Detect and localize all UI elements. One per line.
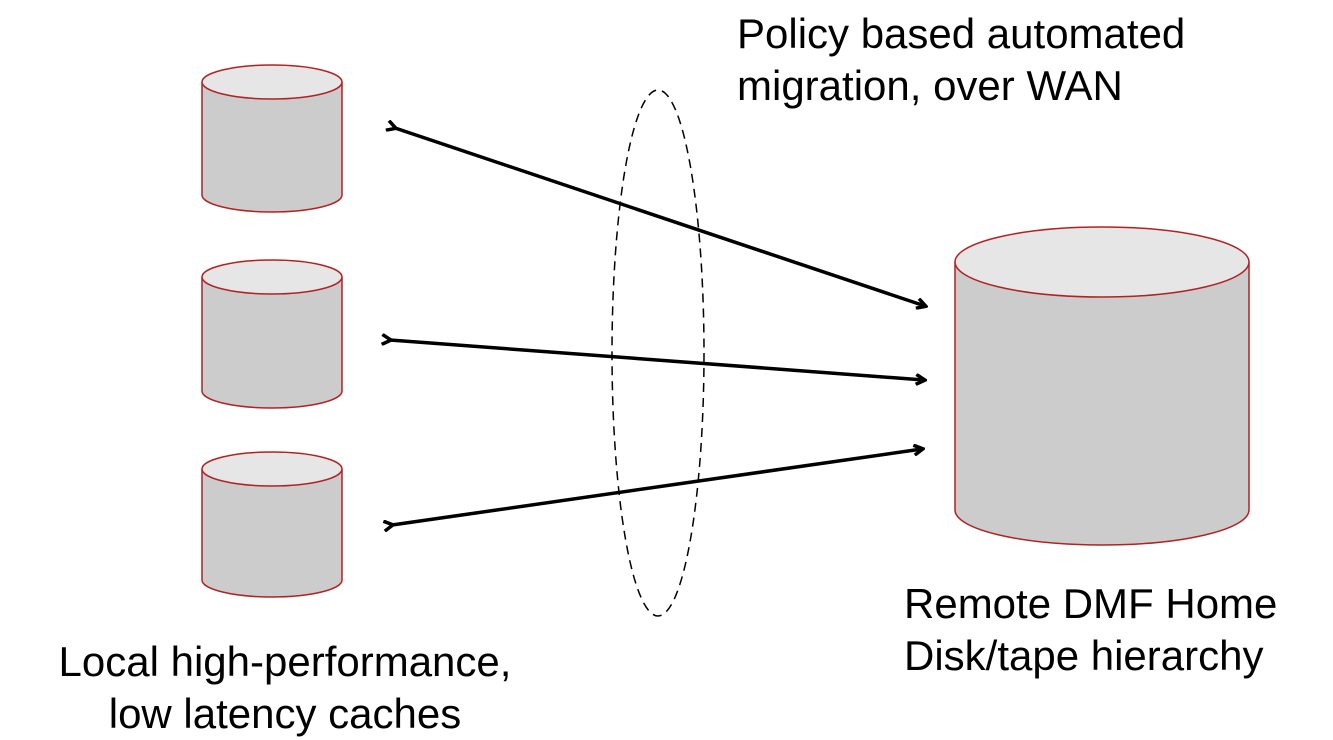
local-caches-label-line-2: low latency caches bbox=[108, 690, 462, 737]
migration-arrow-2 bbox=[390, 340, 924, 380]
migration-arrow-3 bbox=[392, 449, 922, 525]
wan-dashed-ellipse bbox=[611, 89, 705, 617]
local-cache-cylinder-2 bbox=[201, 259, 343, 409]
wan-migration-label-line-2: migration, over WAN bbox=[737, 62, 1123, 109]
wan-migration-label-line-1: Policy based automated bbox=[737, 10, 1186, 57]
remote-home-label-line-2: Disk/tape hierarchy bbox=[904, 632, 1264, 679]
wan-migration-label: Policy based automated migration, over W… bbox=[737, 8, 1185, 112]
migration-arrow-1 bbox=[395, 128, 925, 306]
remote-home-label-line-1: Remote DMF Home bbox=[904, 580, 1278, 627]
remote-home-label: Remote DMF Home Disk/tape hierarchy bbox=[904, 578, 1277, 682]
local-caches-label: Local high-performance, low latency cach… bbox=[0, 636, 570, 740]
local-cache-cylinder-1 bbox=[201, 64, 343, 213]
remote-dmf-cylinder bbox=[954, 226, 1250, 546]
local-caches-label-line-1: Local high-performance, bbox=[58, 638, 512, 685]
local-cache-cylinder-3 bbox=[201, 451, 343, 598]
